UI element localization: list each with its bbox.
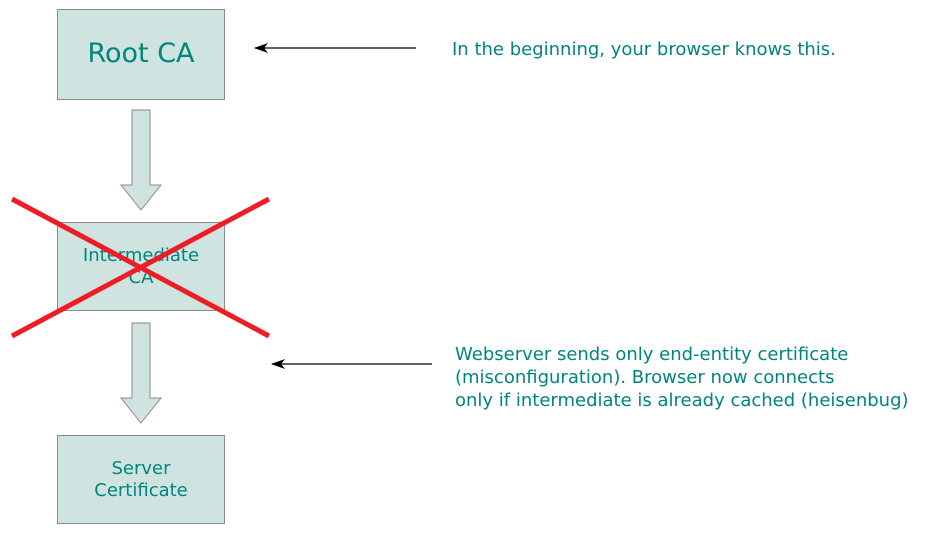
intermediate-annotation-line-1: Webserver sends only end-entity certific… xyxy=(455,344,849,365)
block-down-arrow-icon xyxy=(119,322,163,424)
root-ca-label: Root CA xyxy=(87,38,195,70)
intermediate-annotation-line-2: (misconfiguration). Browser now connects xyxy=(455,367,835,389)
block-down-arrow-icon xyxy=(119,109,163,211)
server-certificate-label-line-2: Certificate xyxy=(94,479,188,501)
root-ca-annotation: In the beginning, your browser knows thi… xyxy=(452,38,836,61)
intermediate-annotation: Webserver sends only end-entity certific… xyxy=(455,343,909,412)
server-certificate-box: Server Certificate xyxy=(57,435,225,524)
intermediate-annotation-line-3: only if intermediate is already cached (… xyxy=(455,390,909,412)
server-certificate-label-line-1: Server xyxy=(111,457,171,479)
root-ca-box: Root CA xyxy=(57,9,225,100)
root-ca-annotation-text: In the beginning, your browser knows thi… xyxy=(452,39,836,60)
